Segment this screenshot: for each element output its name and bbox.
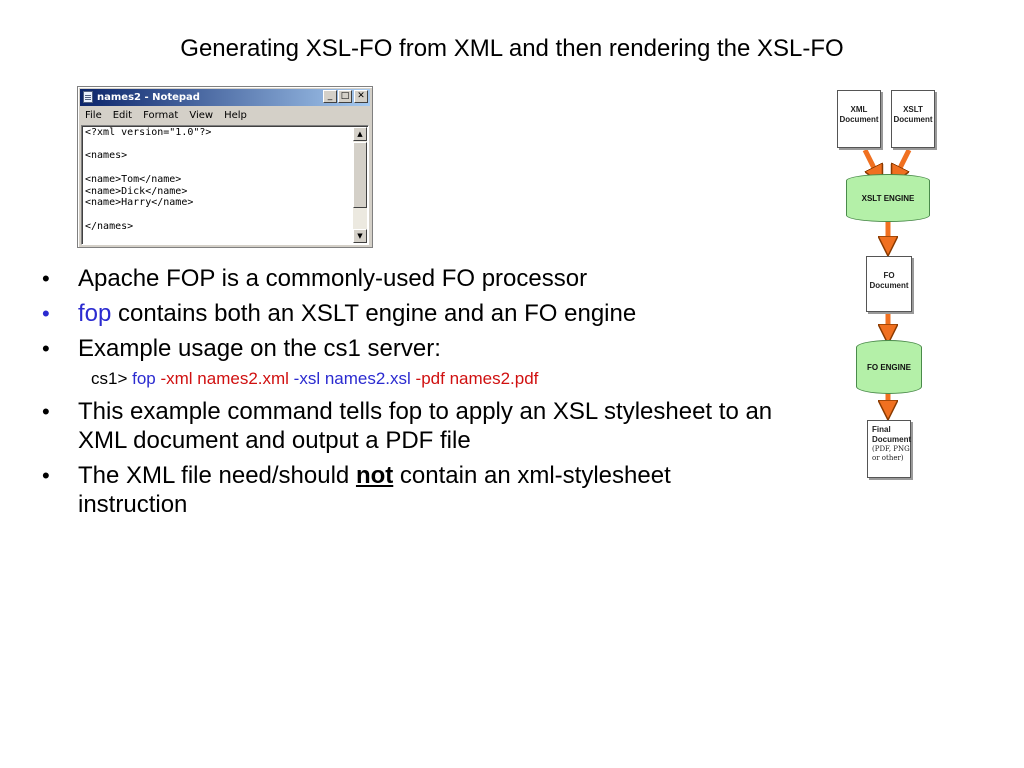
minimize-button[interactable]: _ [323, 90, 337, 103]
xml-document-label: Document [839, 115, 879, 124]
notepad-text-area[interactable]: <?xml version="1.0"?> <names> <name>Tom<… [81, 125, 369, 245]
fo-document-label: Document [869, 281, 909, 290]
final-document-label: Final [872, 425, 891, 434]
scroll-up-icon[interactable]: ▲ [353, 127, 367, 141]
scroll-down-icon[interactable]: ▼ [353, 229, 367, 243]
emphasis-not: not [355, 462, 394, 489]
notepad-icon [83, 91, 93, 103]
close-button[interactable]: ✕ [354, 90, 368, 103]
final-document-note: (PDF, PNG [872, 445, 910, 453]
notepad-titlebar: names2 - Notepad _ □ ✕ [80, 89, 370, 106]
bullet-item: • This example command tells fop to appl… [36, 397, 796, 455]
command-prompt: cs1> [91, 369, 133, 388]
command-fop: fop [132, 369, 156, 388]
xslt-document-label: XSLT [903, 105, 923, 114]
final-document-box: Final Document (PDF, PNG or other) [867, 420, 911, 478]
fo-document-box: FO Document [866, 256, 912, 312]
arrow-xslt-to-engine [896, 148, 912, 176]
bullet-list: • Apache FOP is a commonly-used FO proce… [36, 264, 796, 525]
bullet-icon: • [42, 266, 50, 291]
menu-view[interactable]: View [189, 110, 214, 121]
maximize-button[interactable]: □ [338, 90, 352, 103]
bullet-icon: • [42, 399, 50, 424]
menu-file[interactable]: File [85, 110, 102, 121]
bullet-text: contains both an XSLT engine and an FO e… [111, 300, 637, 327]
bullet-text: Apache FOP is a commonly-used FO process… [78, 265, 588, 292]
bullet-item: • Apache FOP is a commonly-used FO proce… [36, 264, 796, 293]
bullet-text: The XML file need/should [78, 462, 356, 489]
bullet-text: contain an xml-stylesheet instruction [78, 462, 671, 518]
command-xsl-file: names2.xsl [324, 369, 411, 388]
final-document-label: Document [872, 435, 912, 444]
bullet-item: • Example usage on the cs1 server: [36, 334, 796, 363]
command-pdf-file: names2.pdf [449, 369, 539, 388]
vertical-scrollbar[interactable]: ▲ ▼ [353, 127, 367, 243]
bullet-item: • The XML file need/should not contain a… [36, 461, 796, 519]
bullet-text: This example command tells fop to apply … [78, 398, 773, 454]
menu-edit[interactable]: Edit [112, 110, 133, 121]
xml-document-label: XML [850, 105, 868, 114]
xml-document-box: XML Document [837, 90, 881, 148]
bullet-icon: • [42, 336, 50, 361]
final-document-note: or other) [872, 454, 904, 462]
bullet-icon: • [42, 463, 50, 488]
xslt-engine-cylinder: XSLT ENGINE [846, 174, 930, 222]
command-xml-flag: -xml [155, 369, 198, 388]
xslt-document-box: XSLT Document [891, 90, 935, 148]
menu-format[interactable]: Format [143, 110, 179, 121]
fop-keyword: fop [78, 300, 112, 327]
notepad-window: names2 - Notepad _ □ ✕ File Edit Format Vie… [77, 86, 373, 248]
slide-title: Generating XSL-FO from XML and then rend… [180, 35, 844, 62]
menu-help[interactable]: Help [224, 110, 247, 121]
flow-arrows [862, 148, 912, 484]
command-pdf-flag: -pdf [410, 369, 450, 388]
command-xml-file: names2.xml [197, 369, 289, 388]
command-example: cs1> fop -xml names2.xml -xsl names2.xsl… [91, 368, 538, 390]
command-xsl-flag: -xsl [288, 369, 325, 388]
scroll-thumb[interactable] [353, 142, 367, 208]
bullet-item: • fop contains both an XSLT engine and a… [36, 299, 796, 328]
bullet-icon: • [42, 301, 50, 326]
notepad-menubar: File Edit Format View Help [81, 108, 254, 124]
fo-document-label: FO [883, 271, 895, 280]
notepad-title: names2 - Notepad [97, 92, 200, 103]
xml-content: <?xml version="1.0"?> <names> <name>Tom<… [85, 127, 212, 232]
xslt-document-label: Document [893, 115, 933, 124]
arrow-xml-to-xslt [862, 148, 878, 176]
bullet-text: Example usage on the cs1 server: [78, 335, 441, 362]
fop-flow-diagram: XML Document XSLT Document XSLT ENGINE F… [832, 84, 944, 484]
fo-engine-cylinder: FO ENGINE [856, 340, 922, 394]
